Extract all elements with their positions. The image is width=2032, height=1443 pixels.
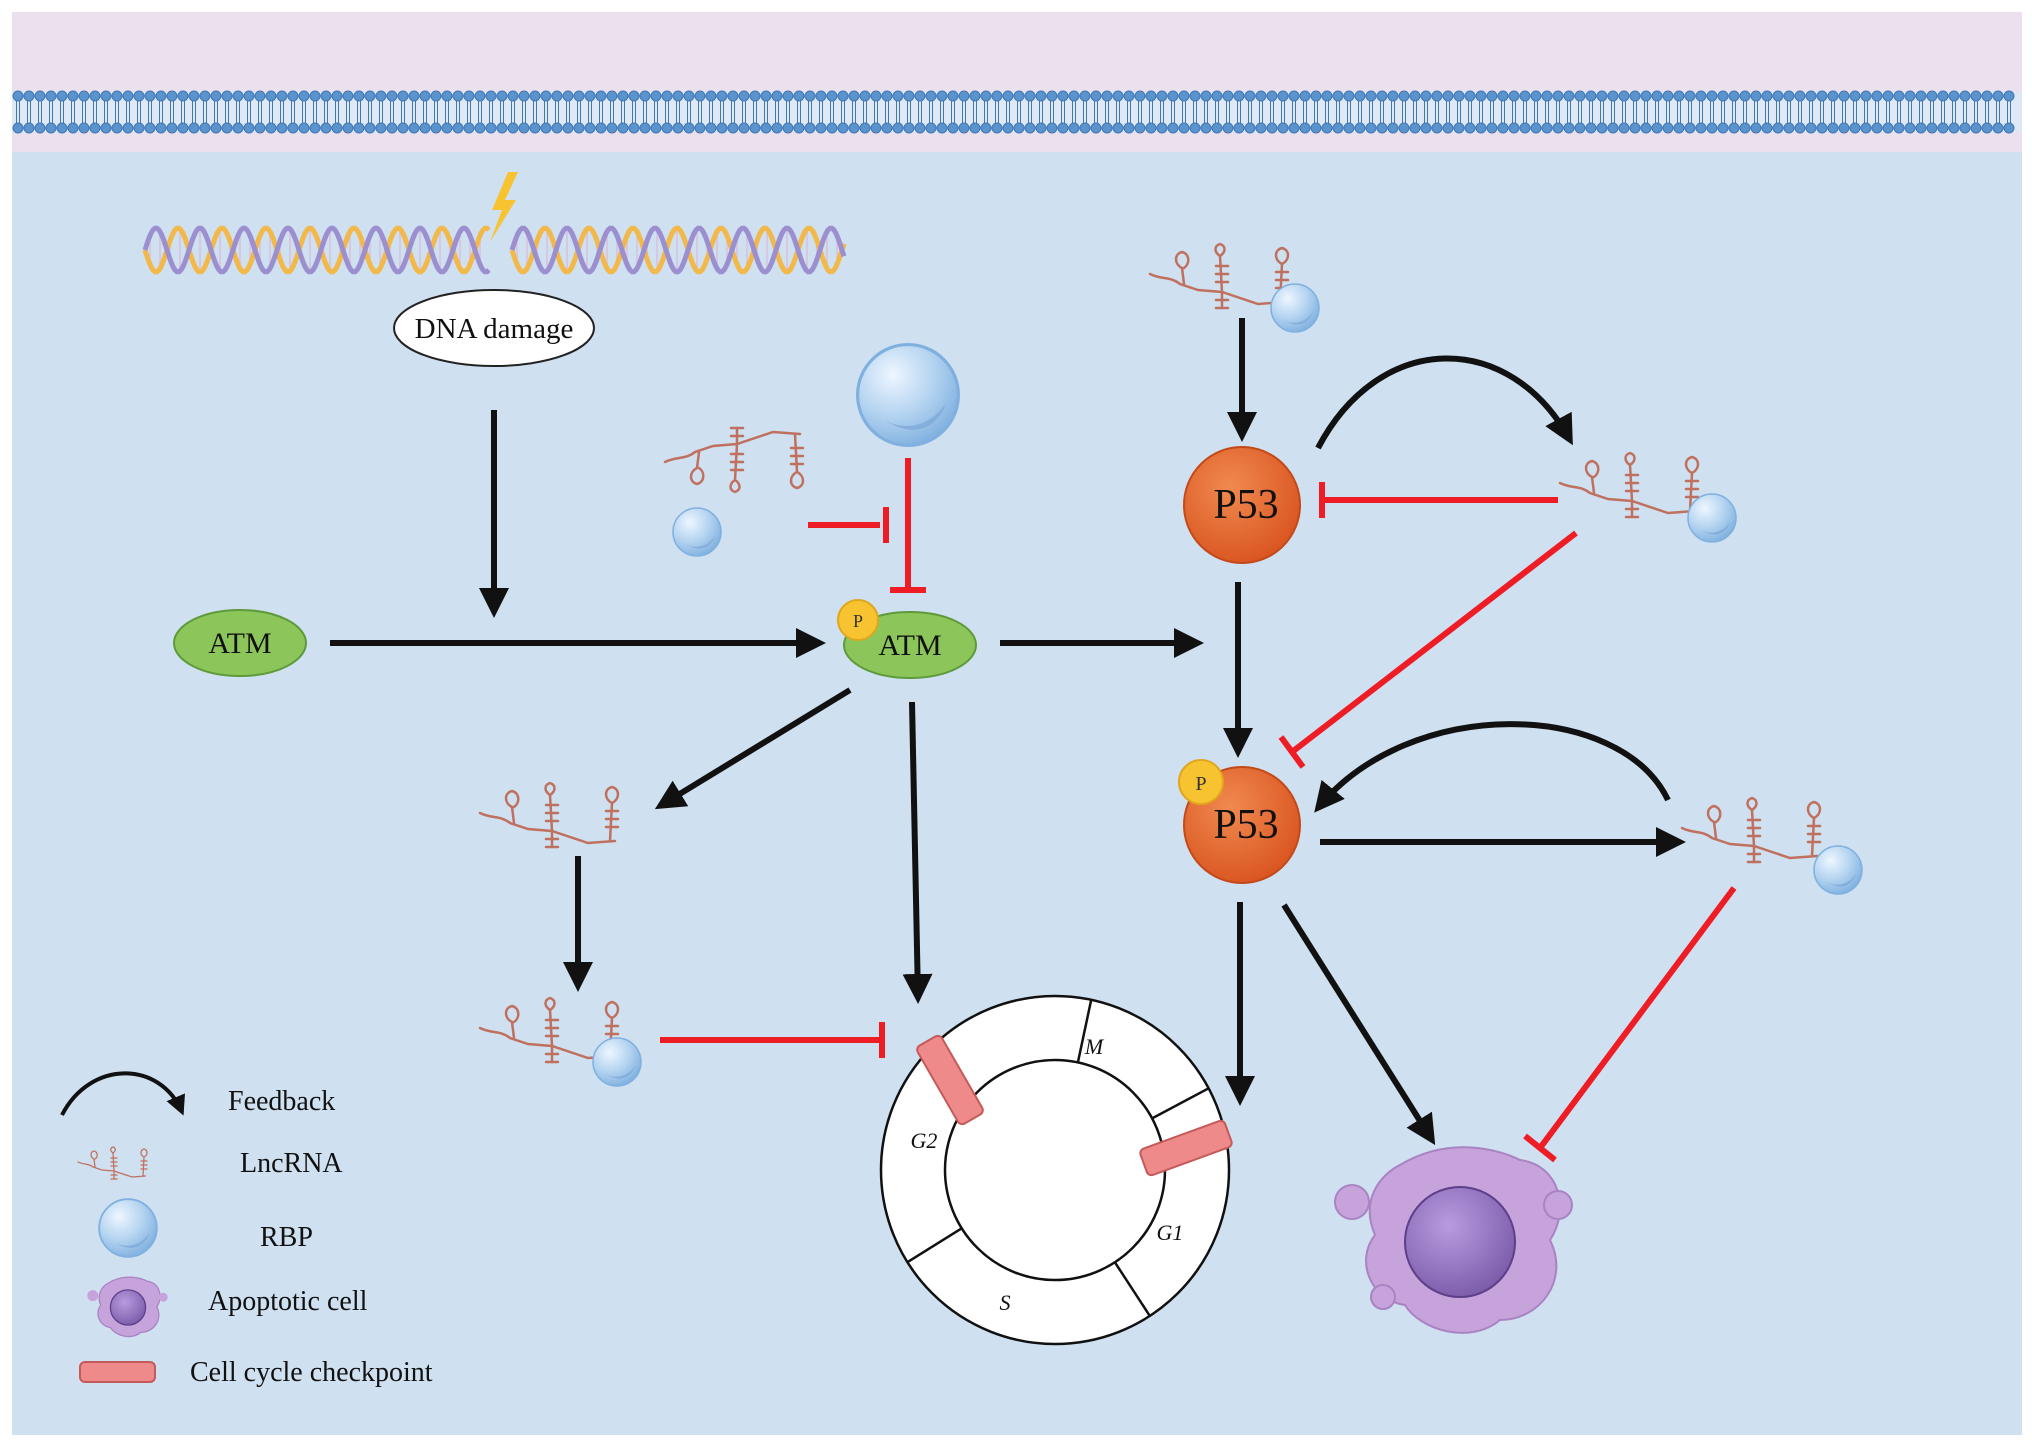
- checkpoint-g1-icon: [1139, 1119, 1233, 1177]
- atm-label: ATM: [208, 627, 271, 660]
- dna-damage-label: DNA damage: [415, 313, 574, 345]
- p53-phospho-label: P53: [1213, 802, 1278, 848]
- atm-phospho-mark-label: P: [853, 611, 863, 631]
- legend-lncrna-label: LncRNA: [240, 1148, 343, 1179]
- dna-helix-icon: [142, 225, 847, 275]
- atm-node: [173, 609, 307, 677]
- legend-rbp-label: RBP: [260, 1222, 313, 1253]
- legend-checkpoint-label: Cell cycle checkpoint: [190, 1357, 433, 1388]
- atm-phospho-label: ATM: [878, 629, 941, 662]
- feedback-arrow-p53-to-lncrna: [1315, 355, 1573, 450]
- cell-membrane: [12, 90, 2022, 134]
- lncrna-rbp-top-right-rbp-icon: [1270, 283, 1320, 333]
- legend-feedback-icon: [60, 1071, 185, 1116]
- lightning-bolt-icon: [490, 172, 518, 242]
- rbp-top-icon: [856, 343, 960, 447]
- phase-label-m: M: [1084, 1034, 1105, 1059]
- checkpoint-g2-icon: [916, 1034, 984, 1126]
- feedback-arrow-lncrna-to-p53-p: [1314, 721, 1671, 813]
- arrow-p53-p-to-apoptosis: [1281, 903, 1436, 1146]
- phase-label-g1: G1: [1157, 1220, 1184, 1245]
- phase-label-s: S: [1000, 1290, 1011, 1315]
- p53-phospho-mark-label: P: [1195, 773, 1206, 795]
- legend-checkpoint-icon: [79, 1361, 156, 1383]
- cell-cycle-ring: M G1 S G2: [879, 994, 1233, 1346]
- lncrna-rbp-feedback2-rbp-icon: [1813, 845, 1863, 895]
- legend-apoptotic-icon: [87, 1276, 168, 1338]
- lncrna-rbp-left-rbp-icon: [672, 507, 722, 557]
- apoptotic-cell-icon: [1334, 1146, 1573, 1334]
- phase-label-g2: G2: [911, 1128, 938, 1153]
- p53-phospho-mark: [1178, 759, 1224, 805]
- arrow-atm-p-to-lncrna: [654, 687, 852, 810]
- legend-feedback-label: Feedback: [228, 1086, 335, 1117]
- lncrna-rbp-lower-left-rbp-icon: [592, 1037, 642, 1087]
- legend-apoptotic-label: Apoptotic cell: [208, 1286, 368, 1317]
- lncrna-rbp-feedback1-rbp-icon: [1687, 493, 1737, 543]
- p53-node: [1183, 446, 1301, 564]
- arrow-atm-p-to-cell-cycle: [902, 701, 933, 1004]
- activation-arrows: [330, 318, 1686, 1146]
- dna-damage-node: [393, 289, 595, 367]
- legend-rbp-icon: [98, 1198, 158, 1258]
- p53-label: P53: [1213, 482, 1278, 528]
- legend: Feedback LncRNA RBP Apoptotic cell Cell …: [60, 1071, 433, 1388]
- atm-phospho-mark: [837, 599, 879, 641]
- inhibition-lines: [660, 458, 1737, 1163]
